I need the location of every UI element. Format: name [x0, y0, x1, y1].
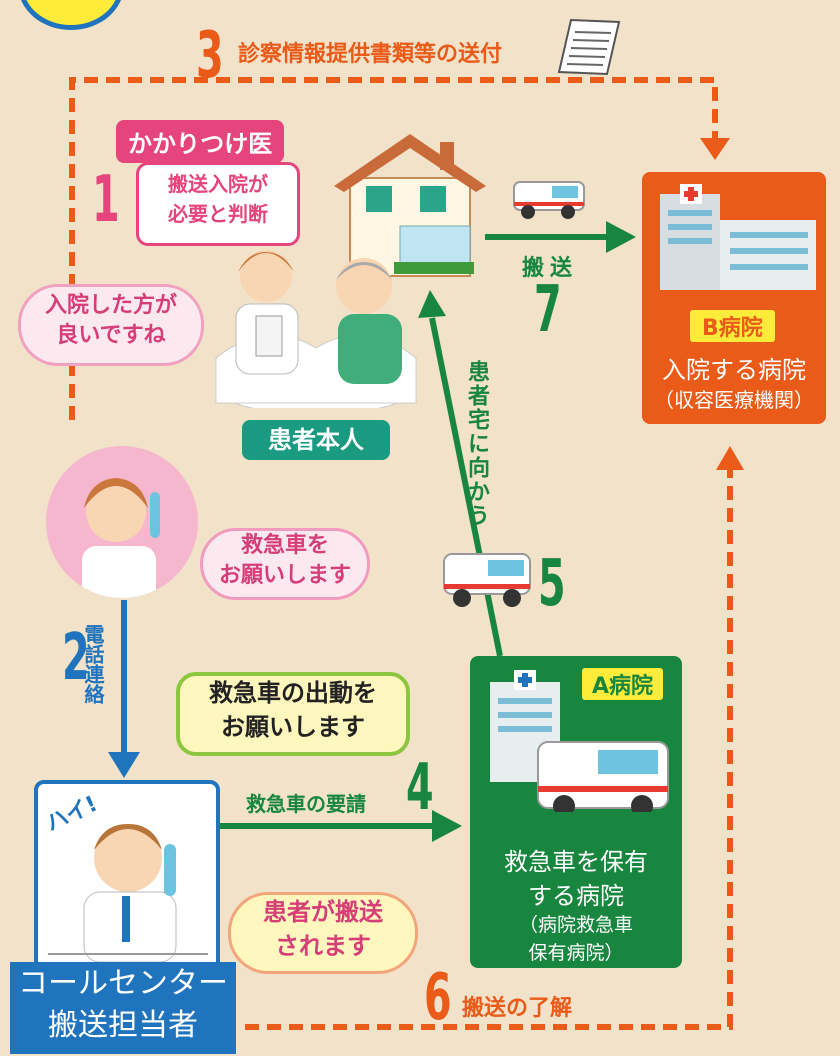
hospital-b-line2: （収容医療機関）: [654, 388, 814, 412]
step1-number: 1: [92, 163, 120, 237]
nurse-speech-line2: お願いします: [218, 563, 351, 588]
call-center-line1: コールセンター: [18, 966, 228, 1001]
hospital-b-line1: 入院する病院: [662, 356, 806, 384]
transport-speech-bubble: 患者が搬送 されます: [228, 892, 418, 974]
step3-number: 3: [196, 19, 224, 93]
step5-label: 患者宅に向かう: [462, 360, 492, 528]
doctor-speech-bubble: 入院した方が 良いですね: [18, 284, 204, 366]
dispatch-speech-line1: 救急車の出動を: [209, 679, 377, 707]
hospital-a-tag: A病院: [582, 668, 664, 700]
call-center-label: コールセンター 搬送担当者: [10, 962, 236, 1054]
hospital-a-line4: 保有病院）: [528, 942, 624, 964]
ambulance-icon-step7: [513, 181, 585, 219]
step6-number: 6: [424, 961, 452, 1035]
hospital-b-card: B病院 入院する病院 （収容医療機関）: [642, 172, 826, 424]
document-icon: [557, 18, 621, 76]
hospital-b-tag: B病院: [690, 310, 775, 342]
nurse-avatar: [46, 446, 198, 598]
doctor-title: かかりつけ医: [116, 120, 285, 163]
judgment-line2: 必要と判断: [168, 202, 268, 226]
hospital-a-line1: 救急車を保有: [504, 848, 648, 876]
step4-number: 4: [406, 751, 434, 825]
step3-label: 診察情報提供書類等の送付: [238, 42, 503, 67]
ambulance-icon-step5: [443, 553, 531, 607]
hospital-a-line2: する病院: [528, 882, 624, 910]
doctor-judgment: 搬送入院が 必要と判断: [136, 162, 300, 246]
step2-label-text: 電話連絡: [81, 624, 105, 704]
doctor-speech-line1: 入院した方が: [44, 293, 177, 318]
judgment-line1: 搬送入院が: [168, 172, 268, 196]
nurse-phone-icon: [82, 478, 160, 598]
step5-label-text: 患者宅に向かう: [464, 360, 489, 528]
patient-label: 患者本人: [242, 420, 390, 460]
arrow-step3: [69, 77, 718, 420]
transport-speech-line1: 患者が搬送: [263, 898, 383, 926]
step7-number: 7: [534, 273, 562, 347]
step6-label: 搬送の了解: [462, 996, 573, 1021]
transport-speech-line2: されます: [275, 932, 371, 960]
doctor-patient-illustration: [215, 250, 417, 408]
nurse-speech-line1: 救急車を: [240, 533, 329, 558]
arrow-step6: [245, 462, 733, 1030]
step7-label: 搬送: [522, 256, 579, 281]
hospital-a-card: A病院 救急車を保有 する病院 （病院救急車 保有病院）: [470, 656, 682, 968]
dispatch-speech-bubble: 救急車の出動を お願いします: [176, 672, 410, 756]
operator-card: ハイ!: [34, 780, 220, 978]
doctor-speech-line2: 良いですね: [56, 323, 166, 348]
step5-number: 5: [538, 547, 566, 621]
step2-label: 電話連絡: [81, 624, 108, 704]
hospital-a-line3: （病院救急車: [518, 914, 633, 936]
step2-number: 2: [62, 621, 90, 695]
step4-label: 救急車の要請: [246, 792, 366, 816]
arrow-step5: [429, 317, 503, 657]
call-center-line2: 搬送担当者: [48, 1008, 198, 1043]
nurse-speech-bubble: 救急車を お願いします: [200, 528, 370, 600]
dispatch-speech-line2: お願いします: [221, 713, 365, 741]
hospital-b-building-icon: [660, 184, 816, 290]
operator-phone-icon: [48, 824, 208, 963]
hospital-a-building-icon: [490, 670, 669, 812]
